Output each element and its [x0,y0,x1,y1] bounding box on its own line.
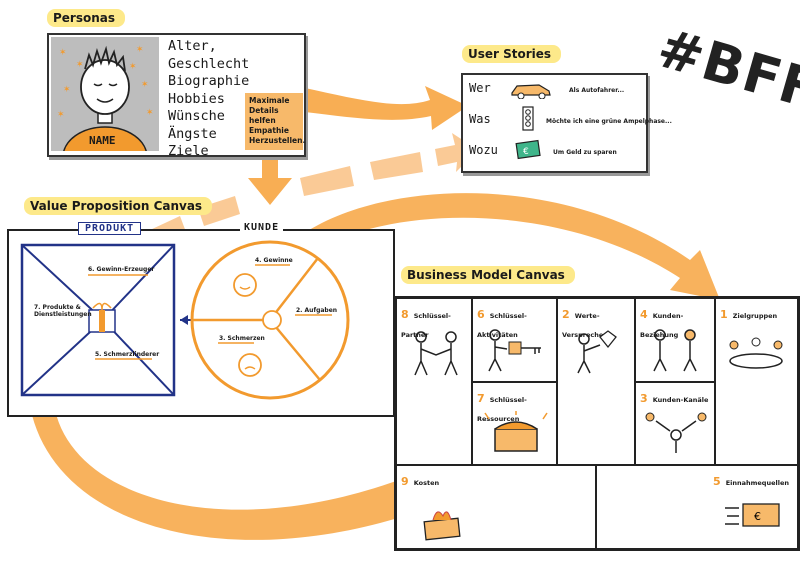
user-story-label: Wer [469,81,491,95]
cell-title: Schlüssel-Partner [401,312,451,339]
bmc-revenue-streams: 5 Einnahmequellen € [597,466,797,548]
svg-text:✶: ✶ [141,80,149,90]
diamond-icon [577,330,617,374]
gain-face-icon [233,273,257,297]
svg-text:✶: ✶ [63,85,71,95]
arrow-persona-to-userstories [305,86,468,130]
cell-number: 3 [640,392,648,405]
bmc-key-partners: 8 Schlüssel-Partner [397,299,473,466]
cell-number: 8 [401,308,409,321]
products-services-label: 7. Produkte & Dienstleistungen [34,304,92,318]
bmc-customer-segments: 1 Zielgruppen [716,299,797,466]
persona-attr: Ängste [168,125,217,142]
vpc-title: Value Proposition Canvas [24,197,213,215]
cell-title: Werte-Versprechen [562,312,608,339]
channels-icon [645,412,707,453]
bmc-cost-structure: 9 Kosten [397,466,597,548]
svg-text:✶: ✶ [129,62,137,72]
cell-number: 7 [477,392,485,405]
svg-text:€: € [754,510,761,523]
user-story-text: Möchte ich eine grüne Ampelphase... [546,118,672,125]
persona-attr: Wünsche [168,108,225,124]
persona-portrait: ✶ ✶ ✶ ✶ ✶ ✶ ✶ ✶ NAME [51,37,159,151]
user-story-text: Als Autofahrer... [569,87,625,94]
persona-attr: Biographie [168,73,250,89]
user-story-label: Was [469,112,491,126]
persona-attr: Ziele [168,143,209,159]
user-stories-title: User Stories [462,45,562,63]
persona-face-icon: ✶ ✶ ✶ ✶ ✶ ✶ ✶ ✶ [57,45,154,151]
svg-text:✶: ✶ [136,45,144,55]
persona-sticky-note: Maximale Details helfen Empathie Herzust… [245,93,305,150]
group-icon [729,337,783,369]
cell-title: Schlüssel-Aktivitäten [477,312,527,339]
cell-title: Kosten [413,479,440,487]
car-icon [511,84,551,99]
cell-number: 9 [401,475,409,488]
bmc-frame: 8 Schlüssel-Partner 6 Schlüssel-Aktivitä… [394,296,800,551]
user-stories-card: Wer Was Wozu € Als Autofahrer... Möchte … [461,73,672,173]
cell-title: Kunden-Beziehung [640,312,684,339]
cell-title: Einnahmequellen [725,479,789,487]
user-story-text: Um Geld zu sparen [553,149,617,156]
treasure-chest-icon [484,411,548,452]
pain-relievers-label: 5. Schmerzlinderer [95,351,160,358]
user-story-label: Wozu [469,143,498,157]
money-icon: € [515,139,541,160]
cell-number: 4 [640,308,648,321]
cell-number: 2 [562,308,570,321]
persona-card: ✶ ✶ ✶ ✶ ✶ ✶ ✶ ✶ NAME Alter, Geschlecht Biogra… [47,33,306,159]
persona-attr: Hobbies [168,90,225,107]
svg-text:✶: ✶ [59,48,67,58]
arrow-customer-to-segments [300,193,720,300]
pain-face-icon [238,353,262,377]
svg-text:✶: ✶ [146,108,154,118]
cell-title: Kunden-Kanäle [652,396,709,404]
persona-name-label: NAME [89,134,116,147]
personas-title: Personas [47,9,126,27]
cell-number: 6 [477,308,485,321]
jobs-label: 2. Aufgaben [296,307,338,314]
key-icon [488,329,541,372]
svg-text:€: € [523,147,529,157]
relationship-icon [653,329,697,372]
cell-number: 5 [712,475,721,488]
pains-label: 3. Schmerzen [219,335,265,342]
product-label: PRODUKT [78,222,142,235]
arrow-persona-to-customer [248,153,292,205]
bmc-channels: 3 Kunden-Kanäle [636,383,716,466]
svg-text:✶: ✶ [76,60,84,70]
svg-text:✶: ✶ [57,110,65,120]
gains-label: 4. Gewinne [255,257,293,264]
burning-money-icon [423,511,461,541]
persona-attr: Alter, Geschlecht [168,38,250,72]
bmc-key-resources: 7 Schlüssel-Ressourcen [473,383,558,466]
jobs-icon [262,310,282,330]
handshake-icon [414,331,458,376]
bmc-value-propositions: 2 Werte-Versprechen [558,299,636,466]
cell-title: Schlüssel-Ressourcen [477,396,527,423]
bmc-key-activities: 6 Schlüssel-Aktivitäten [473,299,558,383]
cell-title: Zielgruppen [732,312,778,320]
gain-creators-label: 6. Gewinn-Erzeuger [88,266,155,273]
gift-icon [88,302,116,333]
bmc-title: Business Model Canvas [401,266,575,284]
traffic-light-icon [522,106,534,131]
revenue-icon: € [725,503,780,527]
persona-attributes: Alter, Geschlecht Biographie Hobbies Wün… [168,38,304,161]
bmc-customer-relationships: 4 Kunden-Beziehung [636,299,716,383]
cell-number: 1 [720,308,728,321]
customer-label: KUNDE [240,222,284,233]
